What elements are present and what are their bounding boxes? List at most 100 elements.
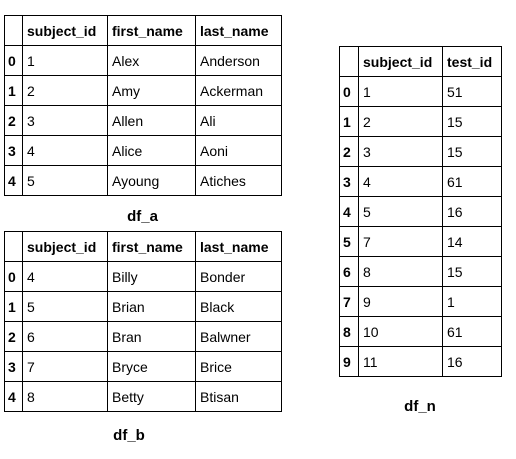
subject-id-cell: 4 xyxy=(358,166,443,197)
test-id-cell: 14 xyxy=(442,226,502,257)
table-row: 2 3 15 xyxy=(339,136,502,167)
subject-id-cell: 5 xyxy=(22,291,108,322)
column-header: subject_id xyxy=(22,231,108,262)
subject-id-cell: 7 xyxy=(22,351,108,382)
row-index: 0 xyxy=(4,45,23,76)
first-name-cell: Alex xyxy=(107,45,196,76)
test-id-cell: 16 xyxy=(442,196,502,227)
row-index: 7 xyxy=(339,286,359,317)
row-index: 0 xyxy=(4,261,23,292)
df-n-caption: df_n xyxy=(404,398,436,415)
index-header xyxy=(4,15,23,46)
table-row: 1 2 Amy Ackerman xyxy=(4,75,282,106)
subject-id-cell: 5 xyxy=(22,165,108,196)
first-name-cell: Betty xyxy=(107,381,196,412)
last-name-cell: Btisan xyxy=(195,381,282,412)
subject-id-cell: 6 xyxy=(22,321,108,352)
table-row: 1 2 15 xyxy=(339,106,502,137)
first-name-cell: Alice xyxy=(107,135,196,166)
row-index: 3 xyxy=(4,351,23,382)
table-row: 4 5 Ayoung Atiches xyxy=(4,165,282,196)
row-index: 4 xyxy=(339,196,359,227)
first-name-cell: Brian xyxy=(107,291,196,322)
df-b-caption: df_b xyxy=(113,427,145,444)
subject-id-cell: 3 xyxy=(22,105,108,136)
first-name-cell: Allen xyxy=(107,105,196,136)
row-index: 2 xyxy=(4,105,23,136)
last-name-cell: Atiches xyxy=(195,165,282,196)
row-index: 2 xyxy=(4,321,23,352)
subject-id-cell: 4 xyxy=(22,135,108,166)
subject-id-cell: 5 xyxy=(358,196,443,227)
subject-id-cell: 8 xyxy=(22,381,108,412)
last-name-cell: Black xyxy=(195,291,282,322)
row-index: 0 xyxy=(339,76,359,107)
column-header: first_name xyxy=(107,231,196,262)
test-id-cell: 16 xyxy=(442,346,502,377)
table-row: 6 8 15 xyxy=(339,256,502,287)
test-id-cell: 15 xyxy=(442,106,502,137)
last-name-cell: Balwner xyxy=(195,321,282,352)
row-index: 4 xyxy=(4,165,23,196)
df-a-caption: df_a xyxy=(127,208,158,225)
row-index: 8 xyxy=(339,316,359,347)
first-name-cell: Amy xyxy=(107,75,196,106)
table-row: 9 11 16 xyxy=(339,346,502,377)
last-name-cell: Bonder xyxy=(195,261,282,292)
first-name-cell: Billy xyxy=(107,261,196,292)
subject-id-cell: 2 xyxy=(22,75,108,106)
subject-id-cell: 11 xyxy=(358,346,443,377)
row-index: 1 xyxy=(4,291,23,322)
table-row: 4 5 16 xyxy=(339,196,502,227)
first-name-cell: Ayoung xyxy=(107,165,196,196)
table-row: 4 8 Betty Btisan xyxy=(4,381,282,412)
column-header: subject_id xyxy=(22,15,108,46)
first-name-cell: Bran xyxy=(107,321,196,352)
df-n-table: subject_id test_id 0 1 51 1 2 15 2 3 15 … xyxy=(339,46,502,377)
header-row: subject_id first_name last_name xyxy=(4,15,282,46)
subject-id-cell: 3 xyxy=(358,136,443,167)
subject-id-cell: 10 xyxy=(358,316,443,347)
subject-id-cell: 9 xyxy=(358,286,443,317)
header-row: subject_id first_name last_name xyxy=(4,231,282,262)
table-row: 0 4 Billy Bonder xyxy=(4,261,282,292)
table-row: 7 9 1 xyxy=(339,286,502,317)
test-id-cell: 15 xyxy=(442,136,502,167)
table-row: 0 1 51 xyxy=(339,76,502,107)
table-row: 5 7 14 xyxy=(339,226,502,257)
table-row: 8 10 61 xyxy=(339,316,502,347)
test-id-cell: 1 xyxy=(442,286,502,317)
first-name-cell: Bryce xyxy=(107,351,196,382)
test-id-cell: 61 xyxy=(442,166,502,197)
row-index: 9 xyxy=(339,346,359,377)
subject-id-cell: 1 xyxy=(358,76,443,107)
subject-id-cell: 4 xyxy=(22,261,108,292)
last-name-cell: Ali xyxy=(195,105,282,136)
column-header: first_name xyxy=(107,15,196,46)
subject-id-cell: 7 xyxy=(358,226,443,257)
row-index: 6 xyxy=(339,256,359,287)
last-name-cell: Brice xyxy=(195,351,282,382)
table-row: 3 4 Alice Aoni xyxy=(4,135,282,166)
table-row: 1 5 Brian Black xyxy=(4,291,282,322)
subject-id-cell: 1 xyxy=(22,45,108,76)
index-header xyxy=(339,46,359,77)
row-index: 3 xyxy=(339,166,359,197)
column-header: test_id xyxy=(442,46,502,77)
df-b-table: subject_id first_name last_name 0 4 Bill… xyxy=(4,231,282,412)
test-id-cell: 51 xyxy=(442,76,502,107)
row-index: 1 xyxy=(339,106,359,137)
index-header xyxy=(4,231,23,262)
column-header: last_name xyxy=(195,15,282,46)
row-index: 4 xyxy=(4,381,23,412)
header-row: subject_id test_id xyxy=(339,46,502,77)
subject-id-cell: 2 xyxy=(358,106,443,137)
table-row: 0 1 Alex Anderson xyxy=(4,45,282,76)
last-name-cell: Ackerman xyxy=(195,75,282,106)
row-index: 3 xyxy=(4,135,23,166)
column-header: subject_id xyxy=(358,46,443,77)
row-index: 1 xyxy=(4,75,23,106)
table-row: 3 4 61 xyxy=(339,166,502,197)
last-name-cell: Aoni xyxy=(195,135,282,166)
df-a-table: subject_id first_name last_name 0 1 Alex… xyxy=(4,15,282,196)
